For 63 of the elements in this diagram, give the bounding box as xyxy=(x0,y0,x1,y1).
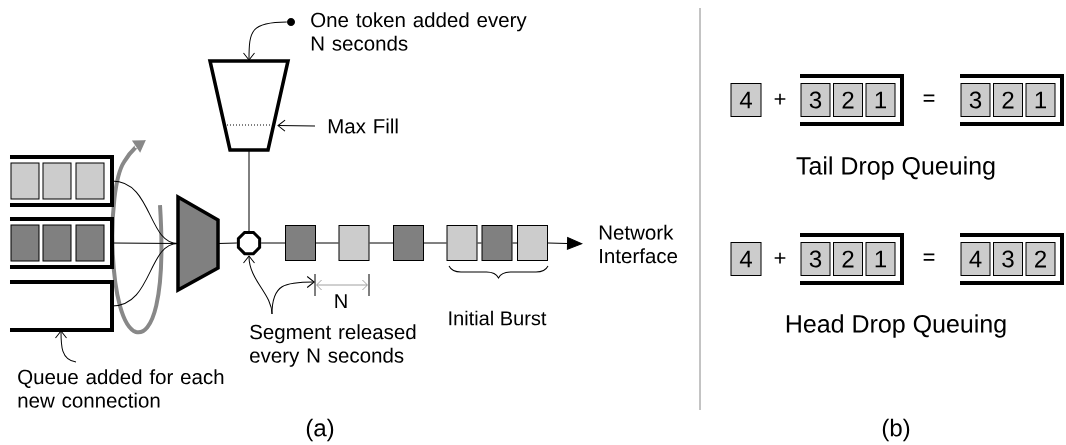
connector xyxy=(477,242,482,244)
panel-label: (b) xyxy=(882,418,910,442)
packet xyxy=(338,225,370,261)
leader-line xyxy=(271,276,315,315)
connector xyxy=(369,242,394,244)
annotation-text: Max Fill xyxy=(328,118,398,134)
connector xyxy=(423,242,447,244)
packet xyxy=(10,224,40,262)
packet: 3 xyxy=(960,83,991,117)
packet xyxy=(285,225,316,261)
leader-line xyxy=(277,119,316,132)
queue xyxy=(10,280,114,332)
panel-label: (a) xyxy=(306,418,334,442)
packet: 3 xyxy=(800,242,831,276)
annotation-text: Segment released every N seconds xyxy=(250,324,416,367)
connector xyxy=(217,242,238,244)
packet: 2 xyxy=(1025,242,1056,276)
packet xyxy=(517,225,548,261)
leader-line xyxy=(243,21,288,61)
packet: 3 xyxy=(993,242,1023,276)
equals-sign: = xyxy=(923,94,935,102)
queue xyxy=(10,155,114,207)
caption: Head Drop Queuing xyxy=(786,314,1006,338)
packet xyxy=(75,162,105,200)
annotation-text: One token added every N seconds xyxy=(311,12,527,51)
packet: 4 xyxy=(730,242,762,276)
packet xyxy=(42,162,72,200)
packet xyxy=(446,225,478,261)
packet: 1 xyxy=(865,83,896,117)
queue xyxy=(800,74,904,126)
queue xyxy=(10,217,114,269)
queue xyxy=(960,74,1064,126)
annotation-text: Queue added for each new connection xyxy=(18,369,224,408)
packet: 2 xyxy=(993,83,1023,117)
packet xyxy=(10,162,40,200)
equals-sign: = xyxy=(923,253,935,261)
arrow xyxy=(547,237,583,250)
connector xyxy=(315,242,339,244)
packet: 4 xyxy=(730,83,762,117)
caption: Tail Drop Queuing xyxy=(796,156,995,180)
queue xyxy=(960,233,1064,285)
packet: 3 xyxy=(800,83,831,117)
annotation-text: Network Interface xyxy=(599,224,678,264)
packet xyxy=(75,224,105,262)
leader-line xyxy=(55,330,77,363)
packet: 1 xyxy=(865,242,896,276)
plus-sign: + xyxy=(774,252,786,264)
packet xyxy=(481,225,513,261)
gate-symbol xyxy=(236,230,262,256)
packet xyxy=(42,224,72,262)
queue xyxy=(800,233,904,285)
connector xyxy=(248,149,250,232)
packet: 2 xyxy=(833,242,863,276)
dimension-label: N xyxy=(335,294,347,308)
packet: 2 xyxy=(833,83,863,117)
packet: 1 xyxy=(1025,83,1056,117)
connector xyxy=(260,242,286,244)
packet: 4 xyxy=(960,242,991,276)
plus-sign: + xyxy=(774,93,786,105)
connector xyxy=(111,243,179,307)
bracket-label: Initial Burst xyxy=(449,310,547,326)
packet xyxy=(393,225,424,261)
connector xyxy=(512,242,518,244)
